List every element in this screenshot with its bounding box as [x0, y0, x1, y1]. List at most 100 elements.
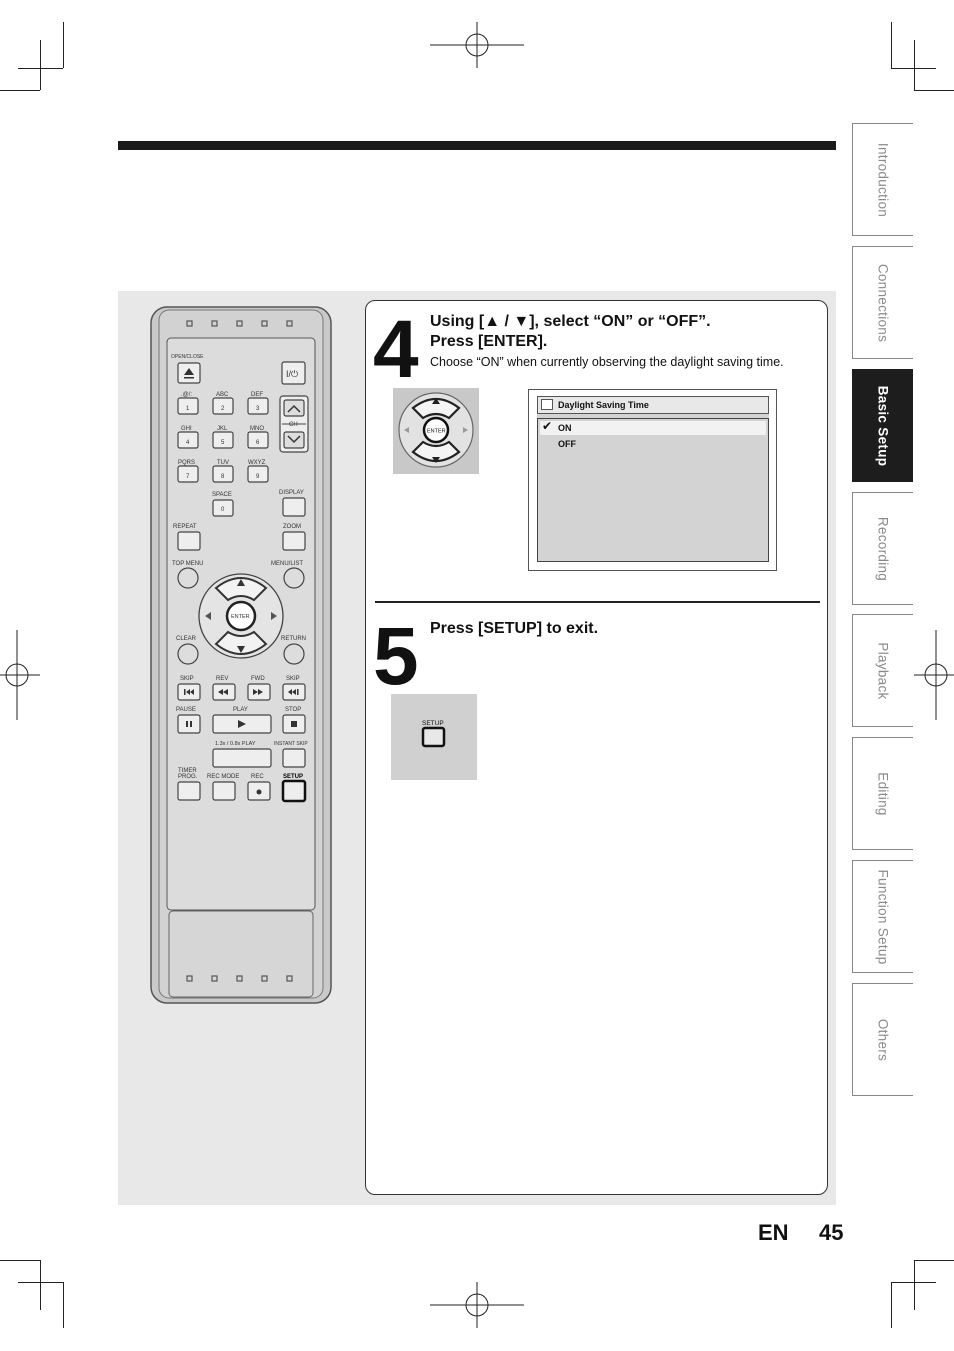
crop-mark: [0, 90, 40, 91]
step-4-number: 4: [373, 304, 419, 395]
remote-label: MENU/LIST: [271, 561, 303, 567]
remote-label: RETURN: [281, 636, 306, 642]
crop-mark: [891, 1282, 892, 1328]
option-highlight: [540, 421, 766, 435]
remote-label: PLAY: [233, 707, 248, 713]
tab-label: Others: [875, 1018, 891, 1061]
remote-label: SKIP: [180, 676, 194, 682]
remote-label: CH: [289, 422, 298, 428]
crop-mark: [891, 22, 892, 68]
remote-label: 7: [186, 474, 190, 480]
remote-label: 1.3x / 0.8x PLAY: [215, 741, 256, 747]
remote-label: ENTER: [231, 614, 250, 620]
check-icon: ✔: [542, 419, 553, 433]
tab-playback[interactable]: Playback: [852, 614, 913, 727]
crop-mark: [63, 1282, 64, 1328]
enter-button-closeup: ENTER: [393, 388, 479, 474]
remote-label: SPACE: [212, 492, 232, 498]
remote-label: OPEN/CLOSE: [171, 354, 204, 360]
remote-label: 6: [256, 440, 260, 446]
screen-title-bar: Daylight Saving Time: [537, 396, 769, 414]
tab-basic-setup[interactable]: Basic Setup: [852, 369, 913, 482]
remote-label: ABC: [216, 392, 229, 398]
remote-label: REC: [251, 774, 264, 780]
screen-title: Daylight Saving Time: [558, 400, 649, 410]
crop-mark: [891, 68, 936, 69]
remote-label: 9: [256, 474, 260, 480]
tab-introduction[interactable]: Introduction: [852, 123, 913, 236]
remote-label: INSTANT SKIP: [274, 741, 308, 747]
remote-label: PQRS: [178, 460, 195, 466]
remote-label: FWD: [251, 676, 265, 682]
remote-label: WXYZ: [248, 460, 266, 466]
tab-label: Introduction: [875, 142, 891, 217]
remote-label: 8: [221, 474, 225, 480]
tab-label: Playback: [875, 641, 891, 700]
option-on[interactable]: ON: [558, 423, 572, 433]
remote-label: DEF: [251, 392, 263, 398]
tab-label: Recording: [875, 516, 891, 581]
setup-label: SETUP: [422, 720, 444, 727]
step-4-note: Choose “ON” when currently observing the…: [430, 355, 784, 369]
remote-label: GHI: [181, 426, 192, 432]
tab-label: Connections: [875, 263, 891, 342]
tab-editing[interactable]: Editing: [852, 737, 913, 850]
step-5-instruction: Press [SETUP] to exit.: [430, 620, 599, 637]
remote-label: SETUP: [283, 774, 303, 780]
remote-label: STOP: [285, 707, 301, 713]
remote-label: 3: [256, 406, 260, 412]
remote-label: 5: [221, 440, 225, 446]
remote-label: 0: [221, 507, 225, 513]
remote-label: 4: [186, 440, 190, 446]
step-5-number: 5: [373, 611, 419, 702]
tab-recording[interactable]: Recording: [852, 492, 913, 605]
remote-label: REC MODE: [207, 774, 239, 780]
registration-mark-right: [914, 630, 954, 720]
remote-label: REPEAT: [173, 524, 197, 530]
crop-mark: [63, 22, 64, 68]
remote-label: CLEAR: [176, 636, 197, 642]
crop-mark: [40, 40, 41, 90]
crop-mark: [914, 1260, 915, 1310]
page-number: 45: [819, 1220, 844, 1245]
crop-mark: [914, 40, 915, 90]
language-code: EN: [758, 1220, 789, 1245]
remote-label: TUV: [217, 460, 229, 466]
crop-mark: [0, 1260, 40, 1261]
option-off[interactable]: OFF: [558, 439, 576, 449]
crop-mark: [18, 68, 63, 69]
registration-mark-left: [0, 630, 40, 720]
tab-others[interactable]: Others: [852, 983, 913, 1096]
remote-label: I/⏻: [286, 369, 298, 379]
setup-button-closeup: SETUP: [391, 694, 477, 780]
step-4-instruction: Using [▲ / ▼], select “ON” or “OFF”.: [430, 313, 711, 330]
header-rule: [118, 141, 836, 150]
step-4-press-enter: Press [ENTER].: [430, 333, 548, 350]
remote-label: ZOOM: [283, 524, 301, 530]
tab-label: Function Setup: [875, 868, 891, 965]
tab-function-setup[interactable]: Function Setup: [852, 860, 913, 973]
remote-label: DISPLAY: [279, 490, 304, 496]
remote-label: JKL: [217, 426, 228, 432]
tab-connections[interactable]: Connections: [852, 246, 913, 359]
step-divider: [375, 601, 820, 603]
crop-mark: [18, 1282, 63, 1283]
remote-label: PROG.: [178, 774, 198, 780]
registration-mark-top: [430, 22, 524, 68]
option-list: ✔ ON OFF: [537, 418, 769, 562]
remote-label: .@/:: [181, 392, 192, 398]
setup-menu-icon: [541, 399, 553, 410]
crop-mark: [40, 1260, 41, 1310]
crop-mark: [914, 90, 954, 91]
remote-label: 1: [186, 406, 190, 412]
crop-mark: [891, 1282, 936, 1283]
remote-label: PAUSE: [176, 707, 196, 713]
daylight-saving-screen: Daylight Saving Time ✔ ON OFF: [528, 389, 777, 571]
tab-label: Basic Setup: [875, 385, 891, 466]
remote-label: TIMER: [178, 768, 197, 774]
registration-mark-bottom: [430, 1282, 524, 1328]
crop-mark: [914, 1260, 954, 1261]
remote-label: REV: [216, 676, 228, 682]
remote-label: MNO: [250, 426, 264, 432]
tab-label: Editing: [875, 771, 891, 816]
